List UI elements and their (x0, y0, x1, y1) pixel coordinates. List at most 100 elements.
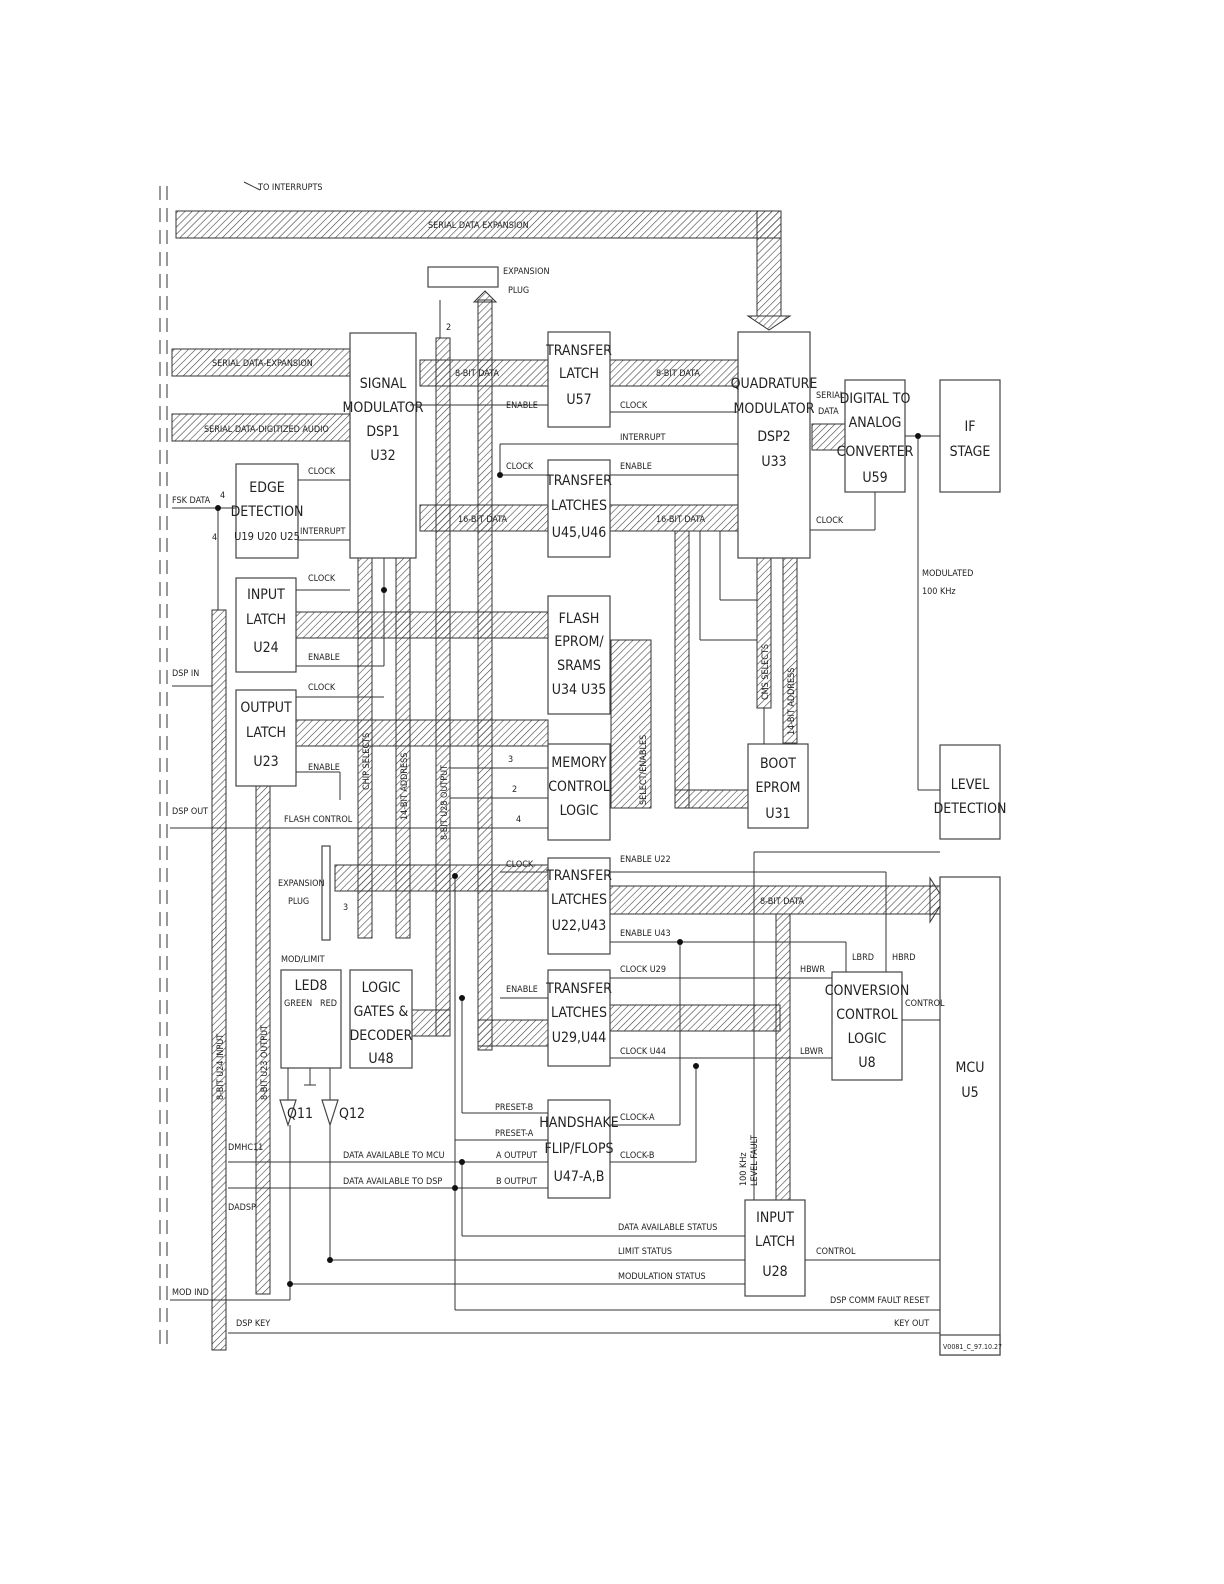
level-detection-line2: DETECTION (934, 801, 1007, 817)
label-num-4c: 4 (516, 815, 521, 825)
conversion-control-block (831, 971, 903, 1081)
signal-modulator-line4: U32 (370, 448, 395, 464)
dac-line3: CONVERTER (837, 444, 914, 460)
input-latch-u24-line3: U24 (253, 640, 278, 656)
edge-detection-block (235, 463, 299, 559)
transfer-latches-u45-line3: U45,U46 (552, 525, 607, 541)
boot-eprom-block (747, 743, 809, 829)
signal-modulator-line1: SIGNAL (360, 376, 407, 392)
mcu-block (939, 876, 1001, 1356)
label-red: RED (320, 999, 337, 1009)
label-data-avail-mcu: DATA AVAILABLE TO MCU (343, 1151, 445, 1161)
label-clock-u45: CLOCK (506, 462, 534, 472)
bus-serial-expansion-down (756, 210, 782, 317)
label-hbrd: HBRD (892, 953, 916, 963)
quadrature-modulator-line1: QUADRATURE (731, 376, 818, 392)
left-border (159, 186, 168, 1350)
label-dsp-out: DSP OUT (172, 807, 208, 817)
label-interrupt-dsp2: INTERRUPT (620, 433, 666, 443)
bus-serial-expansion (171, 348, 351, 377)
transfer-latches-u22-line3: U22,U43 (552, 918, 607, 934)
handshake-line3: U47-A,B (554, 1169, 605, 1185)
label-level-fault-1: 100 KHz (739, 1152, 749, 1186)
if-stage-line1: IF (965, 419, 976, 435)
transfer-latches-u22-block (547, 857, 611, 955)
flash-eprom-line3: SRAMS (557, 658, 601, 674)
memory-control-line3: LOGIC (560, 803, 599, 819)
label-16bit-a: 16-BIT DATA (458, 515, 508, 525)
input-latch-u28-line1: INPUT (756, 1210, 794, 1226)
label-num-4b: 4 (212, 533, 217, 543)
if-stage-block (939, 379, 1001, 493)
label-modulation-status: MODULATION STATUS (618, 1272, 706, 1282)
label-serial-data-2: DATA (818, 407, 839, 417)
label-u24-input: 8-BIT U24 INPUT (216, 1034, 226, 1100)
if-stage-line2: STAGE (950, 444, 991, 460)
transfer-latches-u45-line2: LATCHES (551, 498, 607, 514)
label-interrupt-edge: INTERRUPT (300, 527, 346, 537)
label-control-u8: CONTROL (905, 999, 945, 1009)
label-modulated-2: 100 KHz (922, 587, 956, 597)
label-serial-data-1: SERIAL (816, 391, 845, 401)
transfer-latches-u29-line1: TRANSFER (545, 981, 612, 997)
logic-gates-line4: U48 (368, 1051, 393, 1067)
transfer-latches-u29-line2: LATCHES (551, 1005, 607, 1021)
label-dsp-key: DSP KEY (236, 1319, 270, 1329)
output-latch-u23-block (235, 689, 297, 787)
bus-u22 (477, 1019, 549, 1047)
bus-16bit-down (674, 530, 690, 809)
flash-eprom-line2: EPROM/ (554, 634, 604, 650)
label-num-2: 2 (446, 323, 451, 333)
label-8bit-c: 8-BIT DATA (760, 897, 804, 907)
label-clock-u44: CLOCK U44 (620, 1047, 666, 1057)
signal-lines (170, 181, 940, 1334)
label-dmhc: DMHC11 (228, 1143, 263, 1153)
transfer-latch-u57-line2: LATCH (559, 366, 599, 382)
input-latch-u24-block (235, 577, 297, 673)
label-clock-dac: CLOCK (816, 516, 844, 526)
bus-8bit-mcu-arrow (929, 876, 945, 924)
expansion-plug-mid-connector (321, 845, 331, 941)
label-expansion-plug-top-2: PLUG (508, 286, 529, 296)
label-data-avail-dsp: DATA AVAILABLE TO DSP (343, 1177, 442, 1187)
label-num-3: 3 (508, 755, 513, 765)
logic-gates-line3: DECODER (350, 1028, 413, 1044)
label-mod-limit: MOD/LIMIT (281, 955, 325, 965)
input-latch-u28-line3: U28 (762, 1264, 787, 1280)
label-serial-expansion: SERIAL DATA-EXPANSION (212, 359, 313, 369)
label-clock-u23: CLOCK (308, 683, 336, 693)
label-u23-output: 8-BIT U23 OUTPUT (260, 1025, 270, 1100)
label-expansion-plug-mid-1: EXPANSION (278, 879, 325, 889)
bus-16bit-b (609, 504, 739, 532)
label-clock-a: CLOCK-A (620, 1113, 655, 1123)
label-select-enables: SELECT/ENABLES (639, 735, 649, 805)
label-lbrd: LBRD (852, 953, 874, 963)
label-hbwr: HBWR (800, 965, 825, 975)
label-to-interrupts: TO INTERRUPTS (257, 183, 323, 193)
input-latch-u28-block (744, 1199, 806, 1297)
label-serial-expansion-top: SERIAL DATA EXPANSION (428, 221, 529, 231)
label-enable-u22: ENABLE U22 (620, 855, 671, 865)
bus-u24-flash (295, 611, 549, 639)
label-q12: Q12 (339, 1106, 365, 1122)
label-modulated-1: MODULATED (922, 569, 973, 579)
transfer-latches-u22-line2: LATCHES (551, 892, 607, 908)
label-expansion-plug-top-1: EXPANSION (503, 267, 550, 277)
output-latch-u23-line1: OUTPUT (240, 700, 292, 716)
conversion-control-line2: CONTROL (836, 1007, 898, 1023)
mcu-line2: U5 (961, 1085, 978, 1101)
label-chip-selects: CHIP SELECTS (362, 733, 372, 790)
boot-eprom-line2: EPROM (755, 780, 800, 796)
blocks: SIGNAL MODULATOR DSP1 U32 TRANSFER LATCH… (231, 266, 1007, 1356)
logic-gates-line2: GATES & (354, 1004, 409, 1020)
bus-serial-expansion-top (175, 210, 782, 239)
label-data-avail-status: DATA AVAILABLE STATUS (618, 1223, 717, 1233)
label-serial-audio: SERIAL DATA-DIGITIZED AUDIO (204, 425, 329, 435)
label-level-fault-2: LEVEL FAULT (750, 1135, 760, 1186)
buses (171, 210, 945, 1351)
boot-eprom-line3: U31 (765, 806, 790, 822)
expansion-plug-top-box (427, 266, 499, 288)
label-q11: Q11 (287, 1106, 313, 1122)
drawing-id-box (939, 1334, 1001, 1356)
label-clock-u24: CLOCK (308, 574, 336, 584)
